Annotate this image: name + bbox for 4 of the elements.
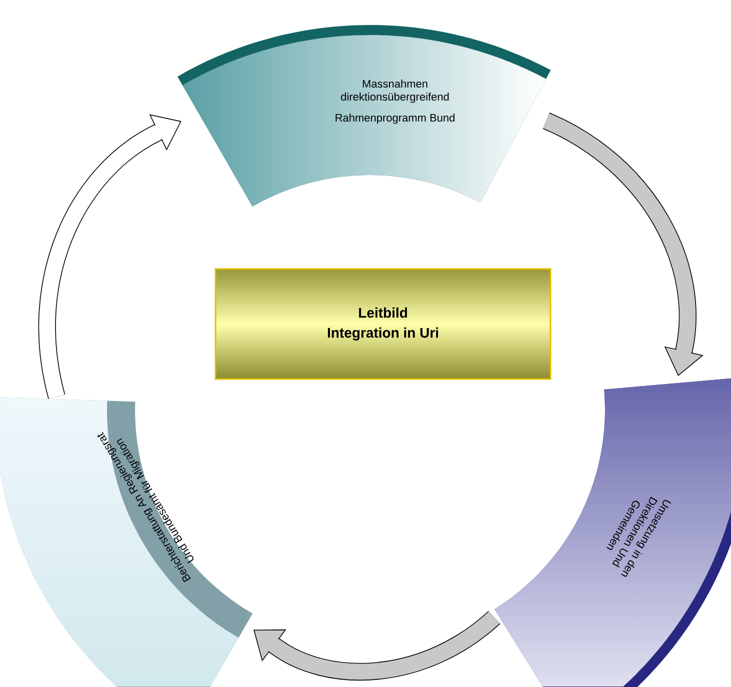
ring-segment: Massnahmen direktionsübergreifend Rahmenprogramm Bund [178, 25, 551, 206]
curved-arrow [254, 610, 500, 681]
title-box: Leitbild Integration in Uri [214, 268, 552, 380]
curved-arrow [38, 114, 182, 399]
